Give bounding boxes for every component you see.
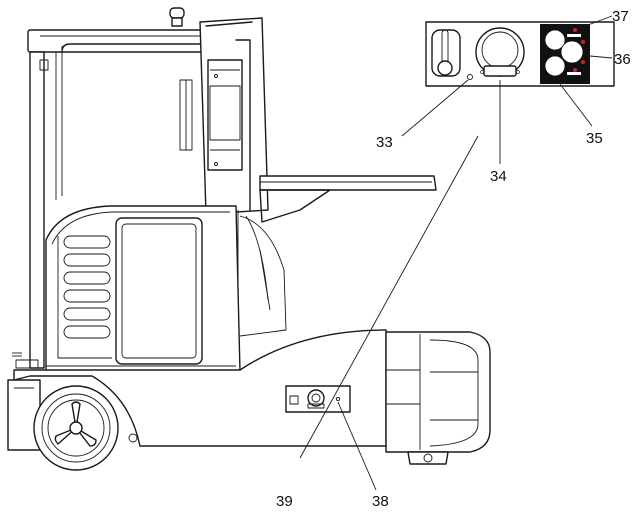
callout-37: 37 [612,8,629,25]
mast-uprights [179,17,269,390]
leader-lines [299,15,613,491]
control-panel-detail [425,21,615,87]
callout-33: 33 [376,134,393,151]
front-housing [385,331,491,465]
callout-39: 39 [276,493,293,510]
callout-35: 35 [586,130,603,147]
callout-labels: 37 36 35 34 33 39 38 [276,8,631,510]
rear-wheel [33,385,119,471]
fork-platform [259,175,437,223]
callout-38: 38 [372,493,389,510]
top-knob-icon [169,7,185,27]
button-panel [540,24,590,84]
side-control-box [285,385,351,413]
callout-36: 36 [614,51,631,68]
callout-34: 34 [490,168,507,185]
overhead-guard [27,29,249,369]
chassis-body [7,205,415,451]
joystick-icon [475,27,525,77]
vent-slots [63,235,111,339]
